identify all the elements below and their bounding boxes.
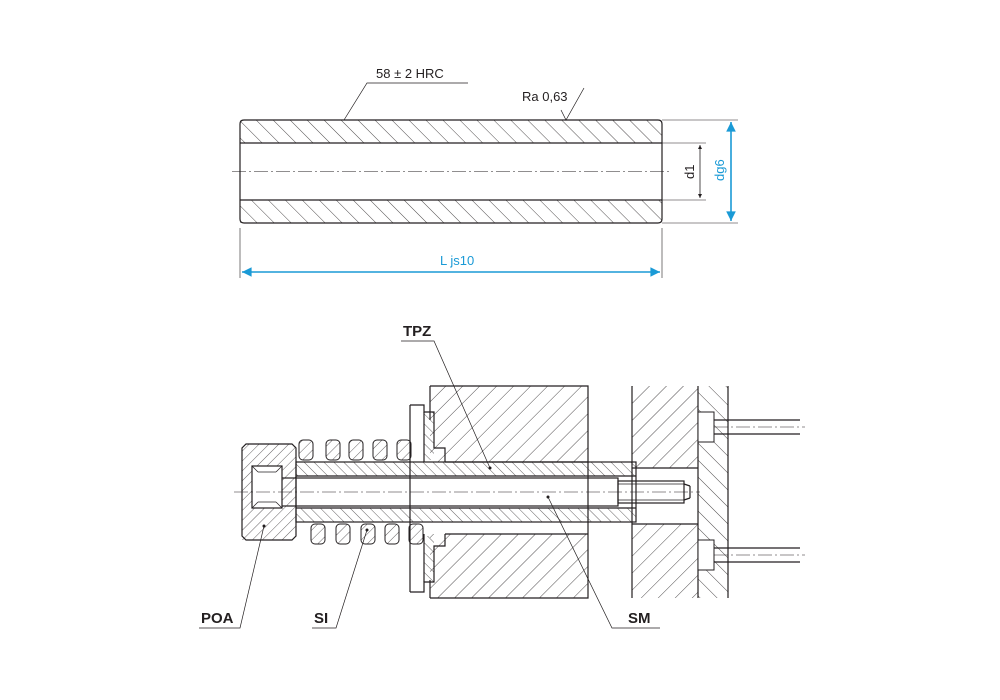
die-plate-right (697, 386, 805, 598)
dg6-label: dg6 (712, 159, 727, 181)
spring-coils-top (298, 439, 412, 461)
part-callouts: TPZ POA SI SM (199, 323, 660, 629)
poa-label: POA (201, 610, 234, 627)
roughness-symbol (560, 87, 585, 121)
spring-coils-bottom (310, 523, 424, 545)
assembly-view: TPZ POA SI SM (199, 323, 805, 629)
tpz-label: TPZ (403, 323, 431, 340)
length-label: L js10 (440, 253, 474, 268)
hardness-label: 58 ± 2 HRC (376, 66, 444, 81)
sleeve-top-wall (240, 120, 662, 143)
sleeve-section-view: 58 ± 2 HRC Ra 0,63 d1 dg6 L js10 (232, 66, 738, 278)
hardness-leader (343, 82, 468, 121)
sleeve-bottom-wall (240, 200, 662, 223)
sleeve-outline (239, 119, 663, 224)
sleeve-flange (409, 404, 446, 593)
si-label: SI (314, 610, 328, 627)
guide-sleeve-tpz (295, 461, 637, 523)
d1-label: d1 (682, 165, 697, 179)
sm-label: SM (628, 610, 651, 627)
roughness-label: Ra 0,63 (522, 89, 568, 104)
